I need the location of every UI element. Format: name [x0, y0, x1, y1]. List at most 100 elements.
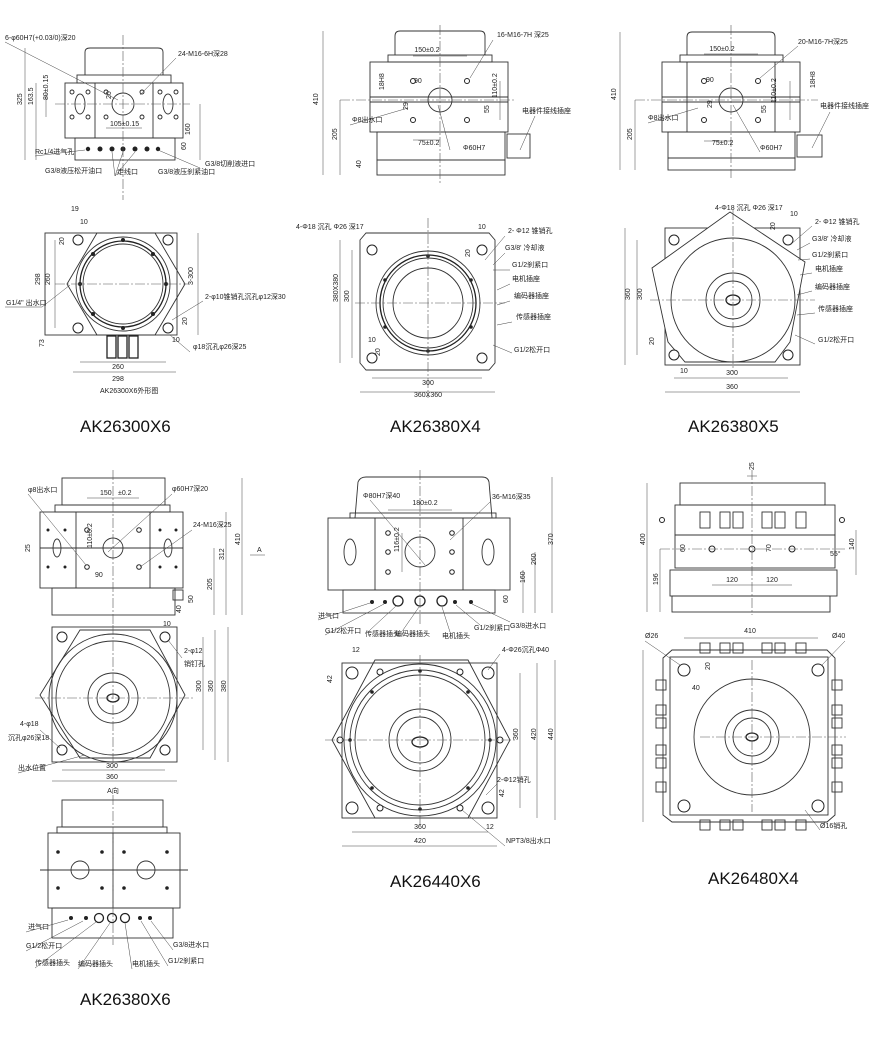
dimension-label: 出水位置: [18, 763, 46, 772]
dimension-label: 20: [375, 348, 382, 356]
dimension-label: 110±0.2: [87, 523, 94, 548]
dimension-label: 42: [499, 789, 506, 797]
dimension-label: 410: [744, 628, 756, 635]
dimension-label: 60: [181, 142, 188, 150]
dimension-label: G1/2松开口: [325, 626, 361, 635]
dimension-label: 150±0.2: [709, 46, 734, 53]
dimension-label: 电机插座: [815, 264, 843, 273]
dimension-label: 编码器插座: [815, 282, 850, 291]
dimension-label: 编码器插座: [514, 291, 549, 300]
dimension-label: G1/2松开口: [818, 335, 854, 344]
dimension-label: 4-Φ26沉孔Φ40: [502, 646, 549, 654]
dimension-label: 16-M16-7H 深25: [497, 30, 549, 39]
dimension-label: 360: [414, 824, 426, 831]
dimension-label: Ø16销孔: [820, 821, 847, 830]
dimension-label: 110±0.2: [492, 73, 499, 98]
ak26380x4-front-view: [322, 25, 536, 183]
dimension-label: 440: [548, 728, 555, 740]
dimension-label: G3/8进水口: [173, 940, 209, 949]
dimension-label: 12: [352, 647, 360, 654]
dimension-label: 70: [766, 544, 773, 552]
dimension-label: 420: [414, 838, 426, 845]
dimension-label: 编码器插头: [395, 629, 430, 638]
dimension-label: 260: [45, 273, 52, 285]
dimension-label: 电机插头: [442, 631, 470, 640]
model-title: AK26300X6: [80, 417, 171, 436]
dimension-label: 380: [221, 680, 228, 692]
dimension-label: 90: [414, 78, 422, 85]
dimension-label: Φ60H7: [463, 145, 485, 152]
dimension-label: 298: [35, 273, 42, 285]
ak26380x4-top-view: [339, 218, 513, 398]
dimension-label: 36-M16深35: [492, 492, 531, 501]
dimension-label: G1/2刹紧口: [512, 260, 548, 269]
dimension-label: 18H8: [379, 73, 386, 90]
dimension-label: 传感器插座: [818, 304, 853, 313]
dimension-label: Rc1/4进气孔: [35, 147, 74, 156]
dimension-label: 260: [112, 364, 124, 371]
dimension-label: A向: [107, 786, 119, 795]
dimension-label: 110±0.2: [771, 78, 778, 103]
dimension-label: A: [257, 547, 262, 554]
ak26380x5-front-view: [619, 25, 831, 178]
dimension-label: 20: [649, 337, 656, 345]
dimension-label: 300: [422, 380, 434, 387]
ak26300x6-top-view: [5, 232, 204, 373]
dimension-label: Φ8出水口: [648, 113, 678, 122]
dimension-label: G1/2刹紧口: [812, 250, 848, 259]
dimension-label: 150: [100, 490, 112, 497]
dimension-label: 90: [706, 77, 714, 84]
dimension-label: 80±0.15: [43, 75, 50, 100]
dimension-label: 10: [368, 337, 376, 344]
dimension-label: 19: [71, 206, 79, 213]
dimension-label: 24-M16深25: [193, 520, 232, 529]
dimension-label: 电机插座: [512, 274, 540, 283]
dimension-label: 40: [356, 160, 363, 168]
dimension-label: 160: [520, 571, 527, 583]
dimension-label: Φ80H7深40: [363, 491, 400, 500]
model-title: AK26440X6: [390, 872, 481, 891]
dimension-label: 进气口: [318, 611, 339, 620]
dimension-label: 20: [770, 222, 777, 230]
dimension-label: Ø40: [832, 633, 845, 640]
dimension-label: 400: [640, 533, 647, 545]
dimension-label: G3/8' 冷却液: [505, 243, 544, 252]
dimension-label: 10: [172, 337, 180, 344]
dimension-label: 电机插头: [132, 959, 160, 968]
dimension-label: G1/4" 出水口: [6, 298, 47, 307]
dimension-label: G3/8液压刹紧油口: [158, 167, 215, 176]
dimension-label: 298: [112, 376, 124, 383]
dimension-label: 360: [726, 384, 738, 391]
dimension-label: G1/2刹紧口: [168, 956, 204, 965]
dimension-label: 2-Φ12销孔: [497, 775, 531, 784]
dimension-label: 传感器插座: [516, 312, 551, 321]
dimension-label: 120: [726, 577, 738, 584]
dimension-label: 24-M16-6H深28: [178, 49, 228, 58]
ak26300x6-front-view: [4, 35, 201, 200]
dimension-label: 10: [680, 368, 688, 375]
dimension-label: 10: [478, 224, 486, 231]
dimension-label: 150±0.2: [414, 47, 439, 54]
dimension-label: 105±0.15: [110, 121, 139, 128]
dimension-label: 走线口: [117, 167, 138, 176]
dimension-label: 300: [106, 763, 118, 770]
dimension-label: G3/8' 冷却液: [812, 234, 851, 243]
dimension-label: 4-Φ18 沉孔 Φ26 深17: [296, 222, 364, 231]
model-title: AK26380X4: [390, 417, 481, 436]
ak26480x4-front-view: [646, 470, 857, 615]
dimension-label: 300: [196, 680, 203, 692]
dimension-label: G3/8液压松开油口: [45, 166, 102, 175]
dimension-label: 20: [705, 662, 712, 670]
dimension-label: 75±0.2: [418, 140, 439, 147]
dimension-label: 29: [707, 100, 714, 108]
dimension-label: 销钉孔: [184, 659, 205, 668]
dimension-label: 160: [185, 123, 192, 135]
dimension-label: 163.5: [28, 87, 35, 105]
dimension-label: 10: [163, 621, 171, 628]
dimension-label: 90: [95, 572, 103, 579]
dimension-label: 10: [790, 211, 798, 218]
dimension-label: 300: [637, 288, 644, 300]
dimension-label: 370: [548, 533, 555, 545]
